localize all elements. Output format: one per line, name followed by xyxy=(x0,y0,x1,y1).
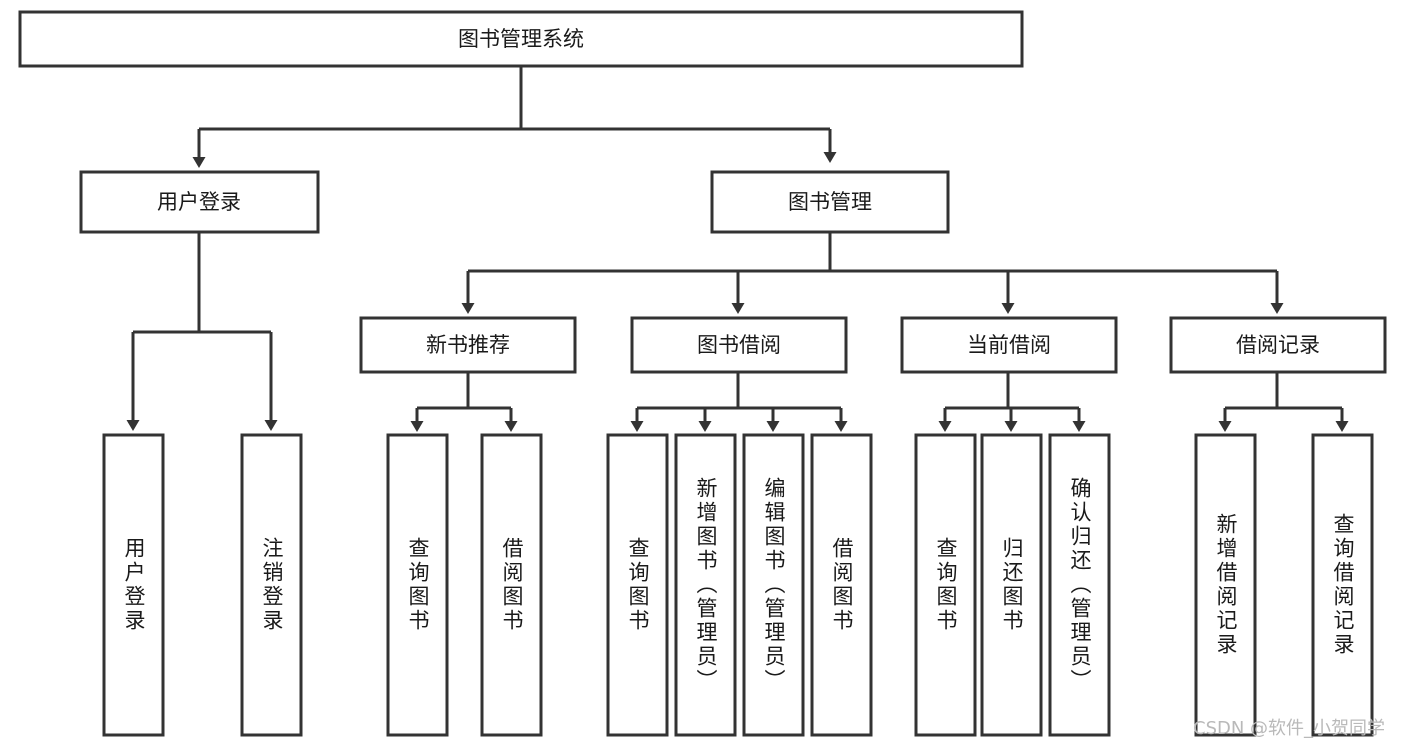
node-root[interactable]: 图书管理系统 xyxy=(18,10,1024,68)
leaf-box-add-record[interactable] xyxy=(1194,433,1257,737)
leaf-box-return-book[interactable] xyxy=(980,433,1043,737)
leaf-box-borrow-book-1[interactable] xyxy=(480,433,543,737)
leaf-box-confirm-return[interactable] xyxy=(1048,433,1111,737)
node-book-management[interactable]: 图书管理 xyxy=(710,170,950,234)
node-root-label: 图书管理系统 xyxy=(458,27,584,51)
node-new-book-recommend-label: 新书推荐 xyxy=(426,333,510,357)
leaf-box-borrow-book-2[interactable] xyxy=(810,433,873,737)
leaf-box-query-book-3[interactable] xyxy=(914,433,977,737)
leaf-box-query-book-2[interactable] xyxy=(606,433,669,737)
node-current-borrow-box[interactable] xyxy=(900,316,1118,374)
node-new-book-recommend[interactable]: 新书推荐 xyxy=(359,316,577,374)
node-book-borrow-label: 图书借阅 xyxy=(697,333,781,357)
leaf-box-logout-login[interactable] xyxy=(240,433,303,737)
leaf-box-edit-book[interactable] xyxy=(742,433,805,737)
connector-group-user-login xyxy=(126,232,278,431)
csdn-watermark: CSDN @软件_小贺同学 xyxy=(1193,718,1386,739)
node-current-borrow[interactable]: 当前借阅 xyxy=(900,316,1118,374)
node-root-box[interactable] xyxy=(18,10,1024,68)
connector-group-current-borrow xyxy=(938,372,1086,432)
node-borrow-record-label: 借阅记录 xyxy=(1236,333,1320,357)
node-borrow-record[interactable]: 借阅记录 xyxy=(1169,316,1387,374)
node-user-login-label: 用户登录 xyxy=(157,190,241,214)
node-user-login[interactable]: 用户登录 xyxy=(79,170,320,234)
connector-group-book-borrow xyxy=(630,372,848,432)
node-new-book-recommend-box[interactable] xyxy=(359,316,577,374)
connector-group-new-book-recommend xyxy=(410,372,518,432)
node-current-borrow-label: 当前借阅 xyxy=(967,333,1051,357)
node-user-login-box[interactable] xyxy=(79,170,320,234)
node-book-borrow[interactable]: 图书借阅 xyxy=(630,316,848,374)
leaf-box-user-login[interactable] xyxy=(102,433,165,737)
leaf-box-add-book[interactable] xyxy=(674,433,737,737)
node-book-management-box[interactable] xyxy=(710,170,950,234)
leaf-boxes xyxy=(102,433,1374,737)
connector-group-book-management xyxy=(461,232,1284,314)
node-borrow-record-box[interactable] xyxy=(1169,316,1387,374)
node-book-management-label: 图书管理 xyxy=(788,190,872,214)
leaf-box-query-record[interactable] xyxy=(1311,433,1374,737)
leaf-box-query-book-1[interactable] xyxy=(386,433,449,737)
connector-group-borrow-record xyxy=(1218,372,1349,432)
connector-group-root xyxy=(192,66,837,168)
node-book-borrow-box[interactable] xyxy=(630,316,848,374)
